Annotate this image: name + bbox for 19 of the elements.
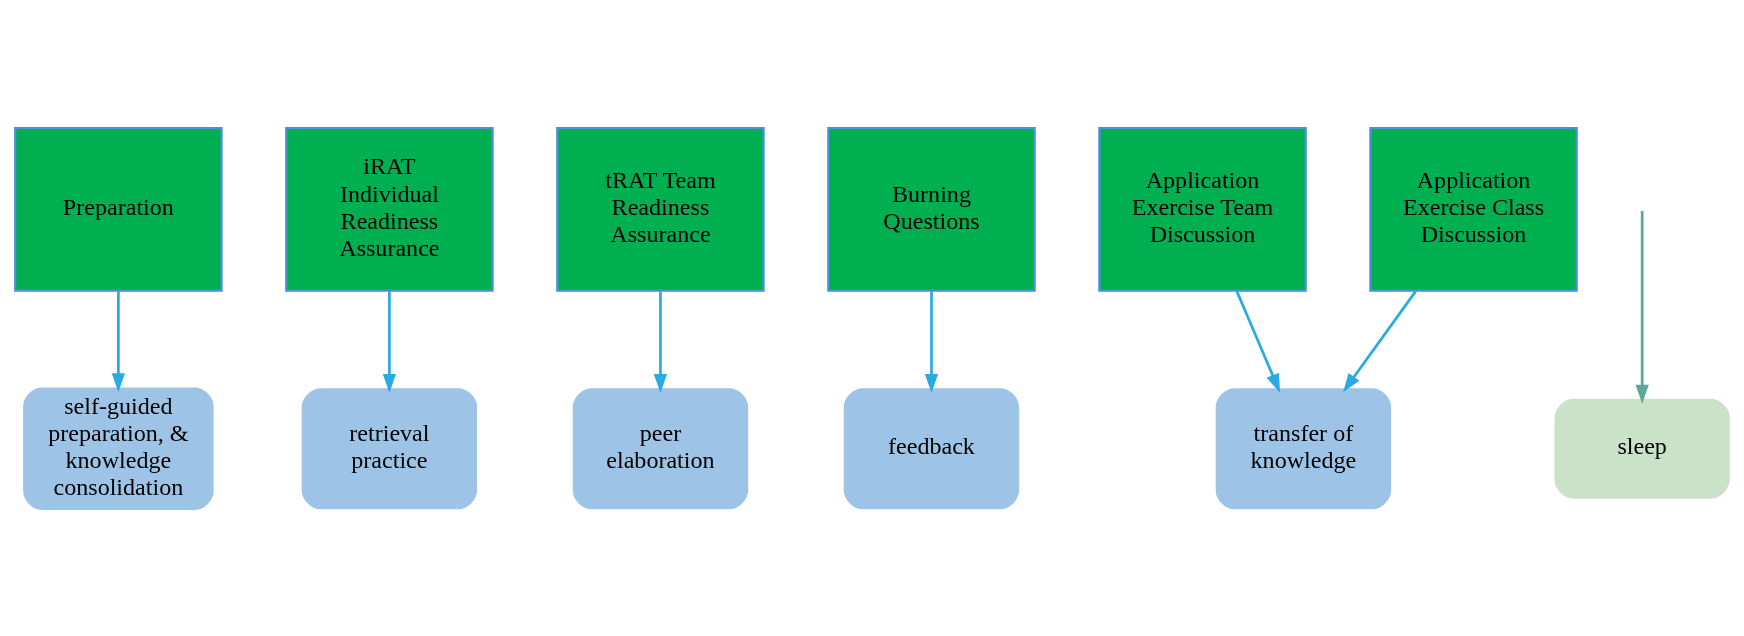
node-box: sleep bbox=[1554, 398, 1730, 499]
node-box: Application Exercise Team Discussion bbox=[1098, 126, 1307, 292]
node-box: self-guided preparation, & knowledge consolidation bbox=[23, 386, 214, 510]
node-box: retrieval practice bbox=[301, 387, 478, 509]
node-box: Preparation bbox=[14, 126, 223, 292]
arrow bbox=[1342, 289, 1418, 392]
node-box: Burning Questions bbox=[827, 126, 1036, 292]
arrow bbox=[1235, 289, 1281, 393]
arrow bbox=[382, 290, 397, 393]
arrow bbox=[1635, 210, 1649, 404]
arrow bbox=[111, 290, 126, 392]
node-box: tRAT Team Readiness Assurance bbox=[556, 126, 765, 292]
arrow bbox=[653, 290, 668, 393]
arrow bbox=[924, 290, 939, 393]
node-box: transfer of knowledge bbox=[1215, 387, 1392, 509]
node-box: iRAT Individual Readiness Assurance bbox=[285, 126, 494, 292]
node-box: Application Exercise Class Discussion bbox=[1369, 126, 1578, 292]
node-box: peer elaboration bbox=[572, 387, 749, 509]
node-box: feedback bbox=[843, 387, 1020, 509]
